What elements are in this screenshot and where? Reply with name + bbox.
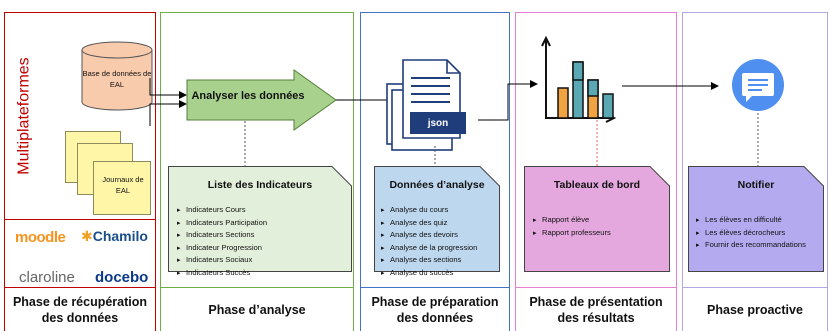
logs-label: Journaux de EAL [102, 175, 144, 195]
phase-analysis: Phase d’analyse [208, 302, 306, 317]
logos-divider-top [5, 219, 155, 220]
logs-notes: Journaux de EAL [65, 131, 155, 215]
claroline-logo: claroline [19, 269, 75, 286]
moodle-logo: moodle [15, 229, 66, 246]
phase-divider [361, 287, 509, 288]
card-indicators-title: Liste des Indicateurs [207, 179, 313, 191]
column-presentation: Phase de présentation des résultats [515, 12, 677, 331]
card-analysis-data: Données d’analyse Analyse du cours Analy… [374, 166, 500, 277]
list-item: Analyse des devoirs [381, 229, 477, 242]
note-front [93, 161, 151, 215]
card-dashboards-title: Tableaux de bord [553, 179, 641, 191]
list-item: Indicateur Progression [177, 242, 267, 255]
card-dashboards: Tableaux de bord Rapport élève Rapport p… [524, 166, 670, 272]
card-dashboards-list: Rapport élève Rapport professeurs [533, 214, 611, 239]
phase-divider [683, 287, 827, 288]
phase-divider [516, 287, 676, 288]
list-item: Les élèves en difficulté [696, 214, 806, 227]
card-notify-list: Les élèves en difficulté Les élèves décr… [696, 214, 806, 252]
phase-divider [161, 287, 353, 288]
list-item: Rapport élève [533, 214, 611, 227]
database-cylinder: Base de données de EAL [81, 41, 153, 111]
list-item: Rapport professeurs [533, 227, 611, 240]
database-label: Base de données de EAL [82, 69, 152, 89]
phase-presentation: Phase de présentation des résultats [529, 294, 663, 325]
column-retrieval: Multiplateformes Base de données de EAL … [4, 12, 156, 331]
column-preparation: Phase de préparation des données [360, 12, 510, 331]
phase-proactive: Phase proactive [707, 302, 803, 317]
phase-retrieval: Phase de récupération des données [12, 294, 148, 325]
card-indicators-list: Indicateurs Cours Indicateurs Participat… [177, 204, 267, 280]
card-notify-title: Notifier [737, 179, 775, 191]
list-item: Les élèves décrocheurs [696, 227, 806, 240]
card-notify: Notifier Les élèves en difficulté Les él… [688, 166, 824, 272]
column-proactive: Phase proactive [682, 12, 828, 331]
list-item: Analyse des quiz [381, 217, 477, 230]
analyze-arrow-label: Analyser les données [191, 90, 305, 102]
list-item: Analyse des sections [381, 254, 477, 267]
list-item: Analyse de la progression [381, 242, 477, 255]
card-analysis-data-list: Analyse du cours Analyse des quiz Analys… [381, 204, 477, 280]
list-item: Fournir des recommandations [696, 239, 806, 252]
column-analysis: Phase d’analyse [160, 12, 354, 331]
json-file-label: json [427, 118, 449, 129]
phase-preparation: Phase de préparation des données [371, 294, 499, 325]
chamilo-logo: ✱Chamilo [81, 228, 148, 244]
card-indicators: Liste des Indicateurs Indicateurs Cours … [168, 166, 352, 277]
phase-divider [5, 287, 155, 288]
list-item: Indicateurs Sections [177, 229, 267, 242]
list-item: Indicateurs Succès [177, 267, 267, 280]
list-item: Analyse du succès [381, 267, 477, 280]
card-analysis-data-title: Données d’analyse [389, 179, 485, 191]
list-item: Indicateurs Cours [177, 204, 267, 217]
list-item: Analyse du cours [381, 204, 477, 217]
database-icon [81, 41, 153, 111]
platforms-title: Multiplateformes [16, 57, 33, 175]
list-item: Indicateurs Sociaux [177, 254, 267, 267]
list-item: Indicateurs Participation [177, 217, 267, 230]
docebo-logo: docebo [95, 269, 149, 286]
chamilo-star-icon: ✱ [81, 228, 93, 244]
